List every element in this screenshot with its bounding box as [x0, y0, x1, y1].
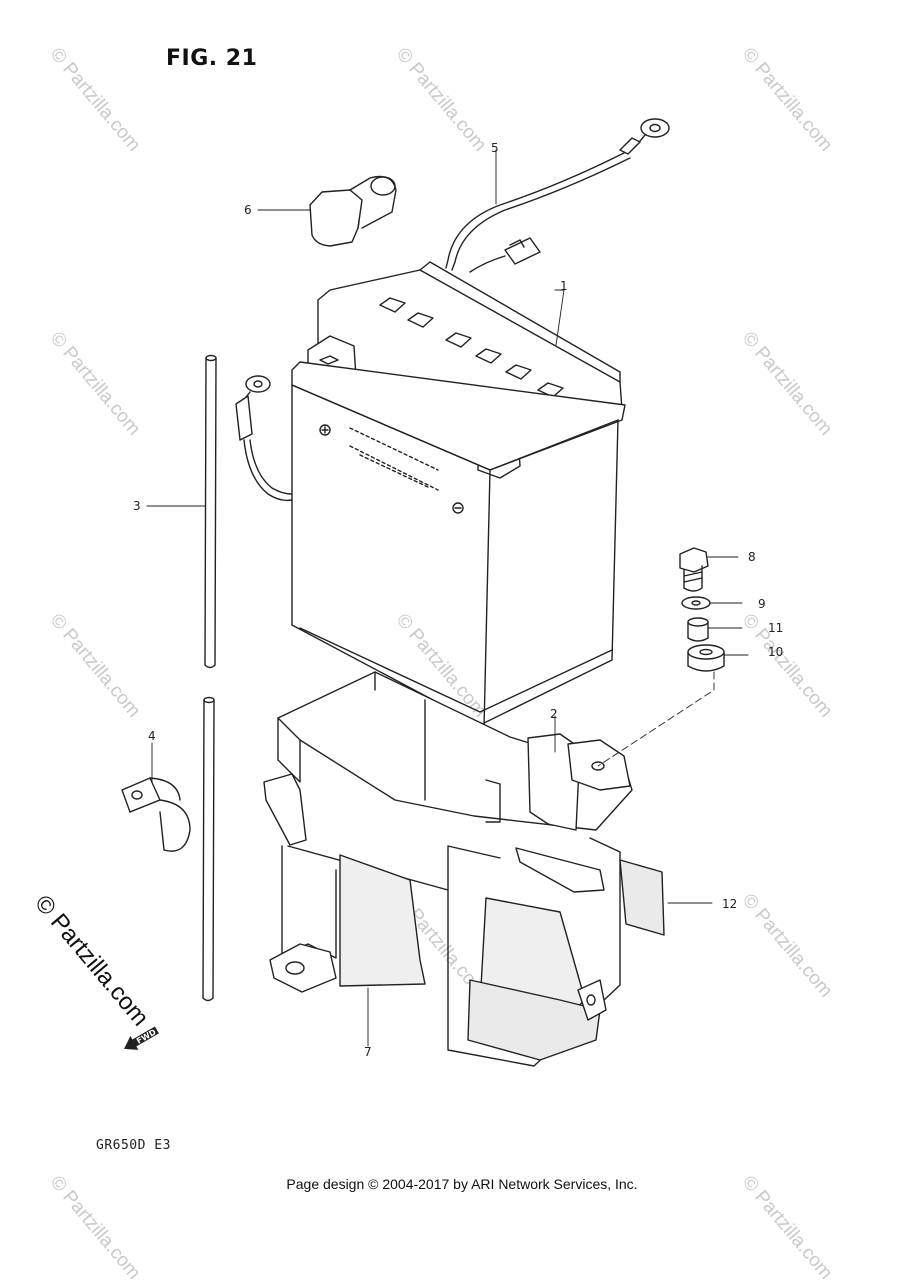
callout-3: 3: [133, 499, 141, 513]
forward-arrow-icon: FWD: [124, 1026, 159, 1050]
model-code: GR650D E3: [96, 1138, 171, 1153]
battery-holder-part[interactable]: [263, 671, 665, 1067]
callout-1: 1: [560, 279, 568, 293]
battery-cable-part[interactable]: [445, 118, 670, 273]
hose-clamp-part[interactable]: [121, 777, 191, 852]
battery-part[interactable]: [291, 261, 626, 729]
collar-part[interactable]: [687, 617, 709, 642]
ground-lead-part[interactable]: [235, 375, 293, 502]
callout-5: 5: [491, 141, 499, 155]
mounting-bolt-part[interactable]: [679, 547, 709, 592]
callout-2: 2: [550, 707, 558, 721]
callout-7: 7: [364, 1045, 372, 1059]
fwd-label: FWD: [135, 1027, 158, 1045]
callout-9: 9: [758, 597, 766, 611]
terminal-cover-part[interactable]: [309, 175, 397, 247]
callout-11: 11: [768, 621, 783, 635]
callout-8: 8: [748, 550, 756, 564]
washer-part[interactable]: [681, 596, 711, 610]
callout-12: 12: [722, 897, 737, 911]
callout-6: 6: [244, 203, 252, 217]
cushion-part[interactable]: [687, 644, 725, 672]
callout-4: 4: [148, 729, 156, 743]
page-footer: Page design © 2004-2017 by ARI Network S…: [286, 1176, 638, 1192]
callout-10: 10: [768, 645, 783, 659]
breather-hose-part[interactable]: [202, 354, 217, 1002]
parts-diagram: 1 2 3 4 5 6 7 8 9 10 11 12 FWD: [121, 118, 783, 1067]
figure-title: FIG. 21: [166, 46, 258, 71]
